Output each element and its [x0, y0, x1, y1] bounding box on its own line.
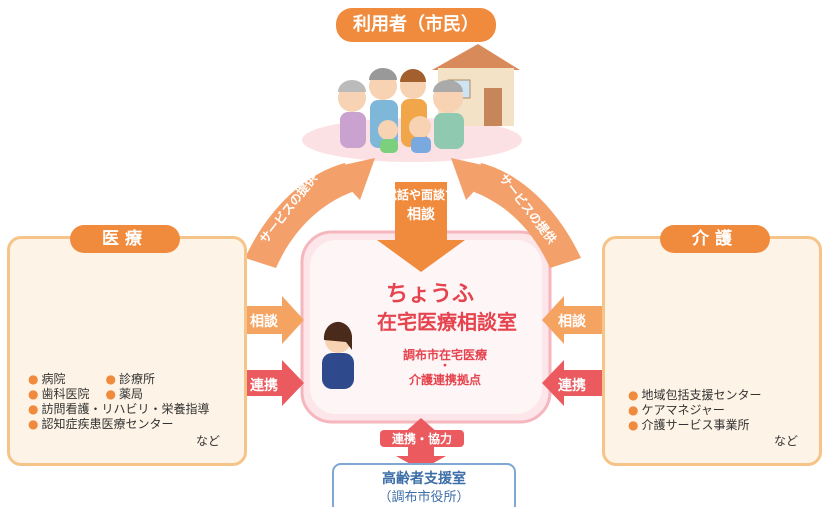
office-title-line2: 在宅医療相談室: [377, 310, 517, 334]
office-subtitle-dot: ・: [439, 359, 451, 372]
office-subtitle-line2: 介護連携拠点: [408, 373, 481, 387]
arrow-service-right: [474, 163, 581, 268]
list-item: ●歯科医院●薬局: [28, 387, 143, 401]
office-title-line1: ちょうふ: [385, 282, 474, 307]
right-link-label: 連携: [558, 378, 586, 394]
arrow-consult-down: [377, 182, 465, 272]
left-consult-label: 相談: [250, 314, 278, 330]
medical-panel: [7, 236, 247, 466]
list-item: ●認知症疾患医療センター: [28, 417, 174, 431]
medical-list: ●病院●診療所 ●歯科医院●薬局 ●訪問看護・リハビリ・栄養指導 ●認知症疾患医…: [28, 372, 210, 432]
arrow-service-left: [245, 163, 352, 268]
care-list: ●地域包括支援センター ●ケアマネジャー ●介護サービス事業所: [628, 388, 762, 433]
list-item: ●訪問看護・リハビリ・栄養指導: [28, 402, 210, 416]
city-office-line2: （調布市役所）: [378, 490, 470, 505]
list-item: ●病院●診療所: [28, 372, 155, 386]
medical-etc: など: [196, 434, 221, 448]
list-item: ●ケアマネジャー: [628, 403, 725, 417]
medical-title: 医療: [70, 225, 180, 253]
list-item: ●地域包括支援センター: [628, 388, 762, 402]
city-office-box: [332, 463, 516, 507]
care-panel: [602, 236, 822, 466]
right-consult-label: 相談: [558, 314, 586, 330]
city-office-line1: 高齢者支援室: [382, 471, 466, 487]
consult-label-line2: 相談: [407, 207, 435, 223]
arrow-left-consult: [242, 296, 304, 344]
office-subtitle-line1: 調布市在宅医療: [402, 348, 487, 362]
consult-label-line1: 電話や面談で: [384, 188, 457, 202]
cooperation-label: 連携・協力: [380, 430, 464, 447]
consultant-illustration: [322, 321, 354, 389]
list-item: ●介護サービス事業所: [628, 418, 750, 432]
family-illustration: [338, 68, 464, 153]
care-title: 介護: [660, 225, 770, 253]
left-link-label: 連携: [250, 378, 278, 394]
users-title: 利用者（市民）: [336, 8, 496, 42]
care-etc: など: [774, 434, 799, 448]
arrow-right-consult: [542, 296, 604, 344]
